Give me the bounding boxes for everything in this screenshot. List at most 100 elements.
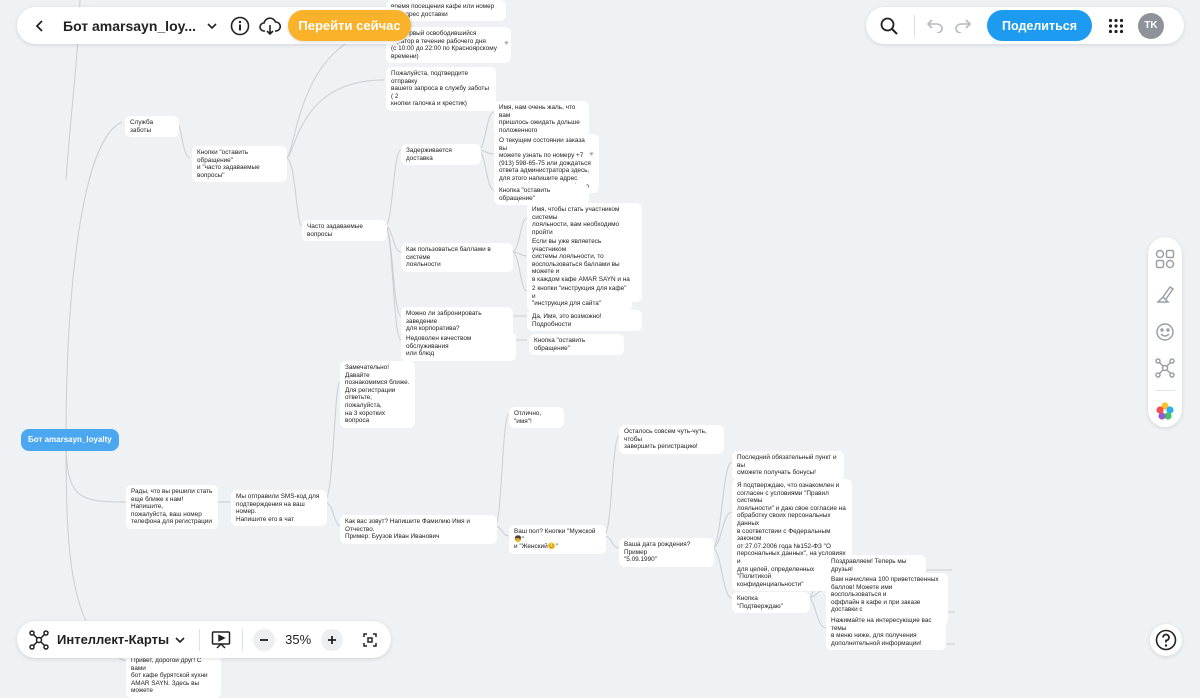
redo-button[interactable]: [949, 11, 977, 41]
map-node[interactable]: Я подтверждаю, что ознакомлен и согласен…: [732, 479, 852, 592]
search-icon: [880, 17, 898, 35]
toolbar-divider: [199, 628, 201, 651]
connector: [711, 547, 733, 599]
style-button[interactable]: [1148, 279, 1182, 311]
toolbar-divider: [914, 14, 915, 37]
map-node[interactable]: Кнопка "оставить обращение": [494, 184, 589, 206]
connector: [384, 225, 402, 341]
palette-button[interactable]: [1148, 395, 1182, 427]
mindmap-connectors: [65, 0, 955, 663]
map-type-dropdown[interactable]: [171, 625, 189, 655]
map-node[interactable]: Осталось совсем чуть-чуть, чтобы заверши…: [619, 425, 724, 454]
chevron-left-icon: [35, 19, 43, 32]
map-node[interactable]: Рады, что вы решили стать еще ближе к на…: [126, 485, 218, 529]
connector: [65, 439, 127, 503]
map-node[interactable]: Ваша дата рождения? Пример "5.09.1990": [619, 538, 714, 567]
map-node[interactable]: Поздравляем! Теперь мы друзья!: [826, 555, 926, 577]
map-node[interactable]: Привет, дорогой друг! С вами бот кафе бу…: [126, 654, 221, 698]
structure-icon: [1155, 357, 1175, 378]
brush-icon: [1156, 286, 1175, 304]
structure-button[interactable]: [1148, 352, 1182, 384]
apps-button[interactable]: [1102, 11, 1130, 41]
map-node[interactable]: Ваш пол? Кнопки "Мужской👦" и "Женский😊": [509, 525, 606, 554]
map-node[interactable]: Да, Имя, это возможно! Подробности: [527, 310, 642, 332]
connector: [711, 511, 733, 549]
map-node[interactable]: время посещения кафе или номер а и адрес…: [386, 0, 506, 22]
map-node[interactable]: Замечательно! Давайте познакомимся ближе…: [340, 361, 415, 428]
connector: [285, 79, 385, 159]
map-node[interactable]: Часто задаваемые вопросы: [302, 220, 387, 242]
fit-screen-button[interactable]: [357, 627, 383, 653]
fit-screen-icon: [363, 632, 377, 647]
connector: [603, 535, 620, 549]
minus-icon: [260, 638, 269, 641]
undo-icon: [927, 18, 943, 33]
map-node[interactable]: Недоволен качеством обслуживания или блю…: [401, 332, 516, 361]
map-type-label[interactable]: Интеллект-Карты: [57, 632, 170, 647]
layout-button[interactable]: [1148, 243, 1182, 275]
connector: [494, 525, 510, 537]
zoom-out-button[interactable]: [253, 628, 276, 651]
connector: [494, 413, 510, 527]
map-node[interactable]: Имя, нам очень жаль, что вам пришлось ож…: [494, 101, 589, 138]
root-node[interactable]: Бот amarsayn_loyalty: [21, 429, 119, 451]
chevron-down-icon: [207, 22, 217, 29]
search-button[interactable]: [874, 11, 904, 41]
map-node[interactable]: Служба заботы: [125, 116, 179, 138]
map-title[interactable]: Бот amarsayn_loy...: [63, 17, 197, 34]
map-node[interactable]: Можно ли забронировать заведение для кор…: [401, 307, 513, 336]
connector: [603, 435, 620, 537]
emoji-icon: [1156, 322, 1174, 341]
connector: [323, 381, 341, 503]
go-now-button[interactable]: Перейти сейчас: [288, 10, 411, 41]
connector: [511, 217, 528, 253]
map-node[interactable]: Кнопка "оставить обращение": [529, 334, 624, 356]
asterisk-icon: ✳: [504, 41, 510, 47]
connector: [285, 29, 385, 159]
connector: [65, 121, 123, 441]
emoji-button[interactable]: [1148, 315, 1182, 347]
connector: [711, 461, 733, 549]
share-button[interactable]: Поделиться: [987, 10, 1092, 41]
map-node[interactable]: Как пользоваться баллами в системе лояль…: [401, 243, 513, 272]
map-node[interactable]: 2 кнопки "инструкция для кафе" и "инстру…: [527, 282, 632, 311]
connector: [807, 597, 827, 629]
grid-icon: [1108, 18, 1124, 33]
user-avatar[interactable]: TK: [1138, 12, 1164, 39]
title-dropdown-button[interactable]: [202, 11, 222, 41]
map-node[interactable]: Нажимайте на интересующие вас темы в мен…: [826, 614, 946, 651]
map-node[interactable]: Мы отправили SMS-код для подтверждения н…: [231, 490, 327, 527]
help-button[interactable]: [1150, 624, 1182, 656]
map-node[interactable]: Пожалуйста, подтвердите отправку вашего …: [386, 67, 496, 111]
map-node[interactable]: Последний обязательный пункт и вы сможет…: [732, 451, 844, 480]
connector: [285, 157, 303, 227]
redo-icon: [955, 18, 971, 33]
map-node[interactable]: Кнопка "Подтверждаю": [732, 592, 810, 614]
bottom-toolbar: Интеллект-Карты 35%: [17, 621, 391, 658]
back-button[interactable]: [25, 11, 55, 41]
undo-button[interactable]: [921, 11, 949, 41]
map-node[interactable]: Задерживается доставка: [401, 144, 481, 166]
asterisk-icon: ✳: [589, 152, 595, 158]
download-button[interactable]: [256, 11, 284, 41]
map-node[interactable]: Отлично, "имя"!: [509, 407, 564, 429]
toolbar-divider: [1155, 389, 1175, 391]
map-node[interactable]: Кнопки "оставить обращение" и "часто зад…: [192, 146, 287, 183]
connector: [511, 251, 528, 292]
right-toolbar: [1148, 237, 1182, 427]
info-button[interactable]: [226, 11, 254, 41]
presentation-icon: [211, 630, 231, 649]
top-toolbar: Поделиться TK: [866, 7, 1184, 44]
zoom-level: 35%: [285, 632, 312, 647]
cloud-download-icon: [259, 16, 282, 35]
toolbar-divider: [242, 628, 244, 651]
map-node[interactable]: Как вас зовут? Напишите Фамилию Имя и От…: [340, 515, 497, 544]
chevron-down-icon: [175, 636, 185, 643]
presentation-button[interactable]: [206, 625, 236, 655]
map-type-button[interactable]: [27, 625, 51, 655]
zoom-in-button[interactable]: [321, 628, 344, 651]
help-icon: [1155, 629, 1177, 651]
plus-icon: [328, 635, 337, 644]
mindmap-icon: [29, 629, 49, 650]
